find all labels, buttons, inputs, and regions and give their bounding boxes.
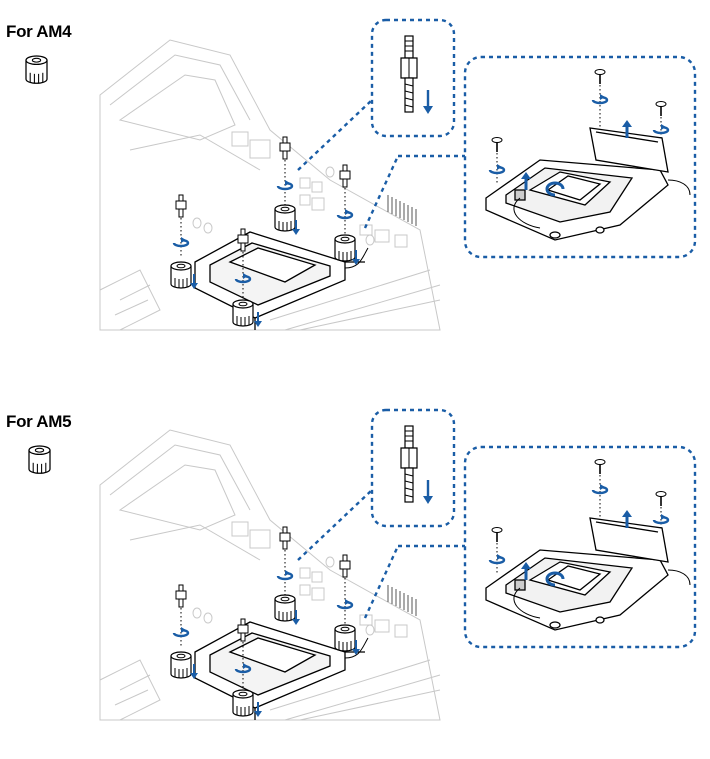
section-label-am4: For AM4: [6, 22, 72, 41]
am4-installation-diagram: [25, 0, 710, 369]
standoff-nut-icon: [25, 55, 48, 84]
am4-scene: [100, 20, 695, 330]
section-label-am5: For AM5: [6, 412, 72, 431]
am5-installation-diagram: [28, 390, 710, 759]
standoff-nut-icon: [28, 445, 51, 474]
am5-section: For AM5: [0, 390, 710, 759]
am4-section: For AM4: [0, 0, 710, 369]
am5-scene: [100, 410, 695, 720]
